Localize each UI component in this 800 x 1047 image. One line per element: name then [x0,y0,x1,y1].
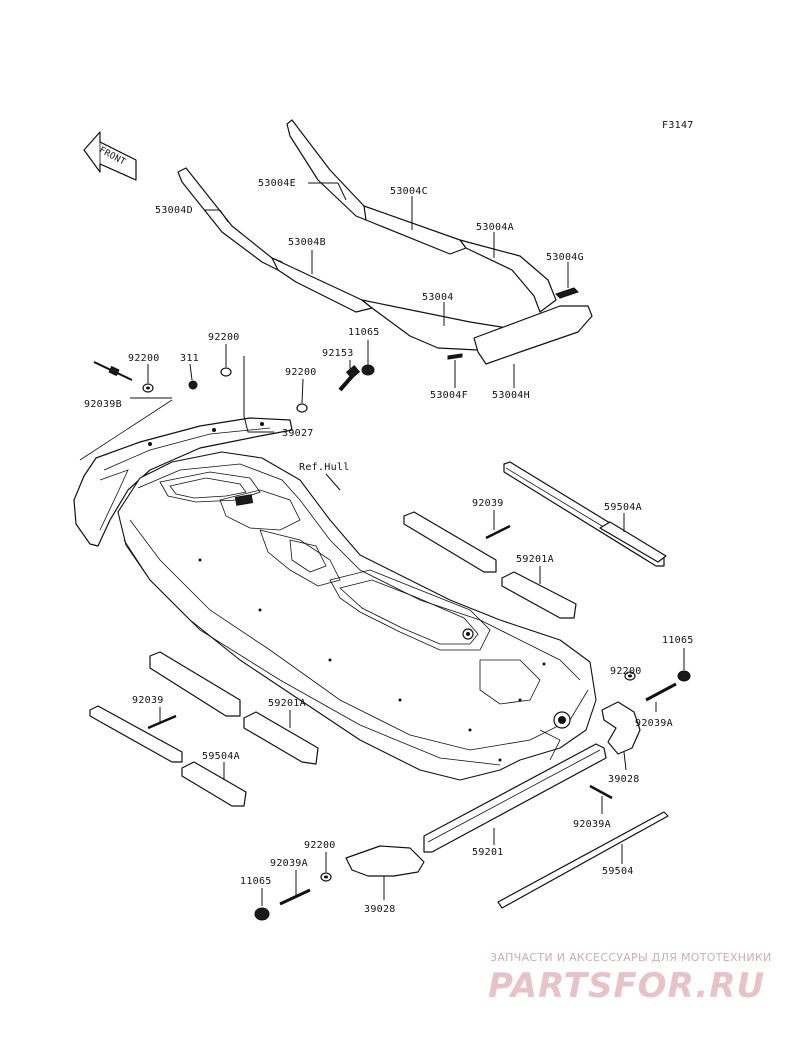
label-11065-right: 11065 [662,635,694,646]
right-upper-rails [403,461,667,619]
label-311: 311 [180,353,199,364]
right-lower-callouts: 11065 92200 92039A 39028 92039A [573,635,694,830]
bottom-long-callouts: 59201 59504 [472,828,634,877]
label-ref-hull: Ref.Hull [299,462,350,473]
bottom-left-hardware [254,845,425,921]
label-53004A: 53004A [476,222,514,233]
label-92039A-bottom: 92039A [270,858,308,869]
label-59504A-right: 59504A [604,502,642,513]
bottom-left-callouts: 92200 92039A 11065 39028 [240,840,396,915]
label-53004F: 53004F [430,390,468,401]
label-59201A-right: 59201A [516,554,554,565]
label-92039-left: 92039 [132,695,164,706]
watermark-brand: PARTSFOR.RU [488,966,766,1006]
right-lower-hardware [589,670,691,800]
label-53004C: 53004C [390,186,428,197]
label-39028-right: 39028 [608,774,640,785]
front-arrow-icon: FRONT [83,131,137,181]
bottom-long-rails [423,743,669,909]
label-53004H: 53004H [492,390,530,401]
label-11065-top: 11065 [348,327,380,338]
label-53004E: 53004E [258,178,296,189]
watermark-tagline: ЗАПЧАСТИ И АКСЕССУАРЫ ДЛЯ МОТОТЕХНИКИ [490,951,772,964]
label-92153: 92153 [322,348,354,359]
label-53004G: 53004G [546,252,584,263]
rear-fender-callouts: 11065 92153 92200 92200 311 92200 92039B… [84,327,380,439]
label-39028-bottom: 39028 [364,904,396,915]
label-59504A-left: 59504A [202,751,240,762]
hull-callout: Ref.Hull [299,462,350,491]
seat-mats [177,119,593,365]
label-59504: 59504 [602,866,634,877]
figure-code: F3147 [662,120,694,131]
rear-fender-39027 [73,399,293,547]
label-92200-bottom: 92200 [304,840,336,851]
right-upper-callouts: 92039 59504A 59201A [472,498,642,584]
label-59201A-left: 59201A [268,698,306,709]
label-53004: 53004 [422,292,454,303]
rear-fender-hardware [93,361,375,413]
label-11065-bottom: 11065 [240,876,272,887]
label-59201: 59201 [472,847,504,858]
left-lower-callouts: 92039 59201A 59504A [132,695,306,780]
label-53004D: 53004D [155,205,193,216]
label-92039B: 92039B [84,399,122,410]
seat-mat-callouts: 53004E 53004D 53004C 53004A 53004B 53004… [155,178,584,401]
label-92200-c: 92200 [285,367,317,378]
label-92039A-middle: 92039A [573,819,611,830]
label-53004B: 53004B [288,237,326,248]
label-39027: 39027 [282,428,314,439]
hull [117,451,597,781]
label-92200-a: 92200 [208,332,240,343]
label-92200-right: 92200 [610,666,642,677]
label-92200-b: 92200 [128,353,160,364]
label-92039A-right: 92039A [635,718,673,729]
label-92039-right: 92039 [472,498,504,509]
left-lower-rails [89,651,319,807]
